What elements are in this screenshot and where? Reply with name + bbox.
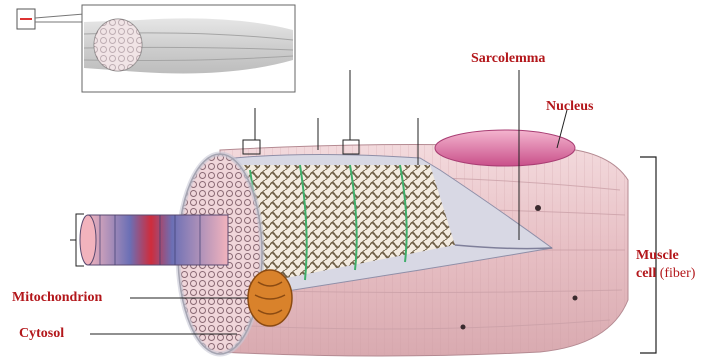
label-mitochondrion: Mitochondrion [12, 291, 102, 305]
label-muscle-cell: Muscle cell (fiber) [636, 247, 695, 282]
label-cytosol: Cytosol [19, 327, 64, 341]
t-tubule-opening [461, 325, 466, 330]
label-muscle-cell-line1: Muscle [636, 247, 695, 265]
t-tubule-opening [573, 296, 578, 301]
inset-connector-top [35, 14, 84, 18]
nucleus-shape [435, 130, 575, 166]
label-muscle-cell-fiber: (fiber) [660, 266, 696, 281]
t-tubule-opening [535, 205, 541, 211]
myofibril [70, 214, 228, 266]
label-sarcolemma: Sarcolemma [471, 52, 545, 66]
inset-overview [17, 5, 295, 92]
mitochondrion-shape [248, 270, 292, 326]
label-muscle-cell-word: cell [636, 266, 660, 281]
label-muscle-cell-line2: cell (fiber) [636, 265, 695, 283]
label-nucleus: Nucleus [546, 100, 593, 114]
